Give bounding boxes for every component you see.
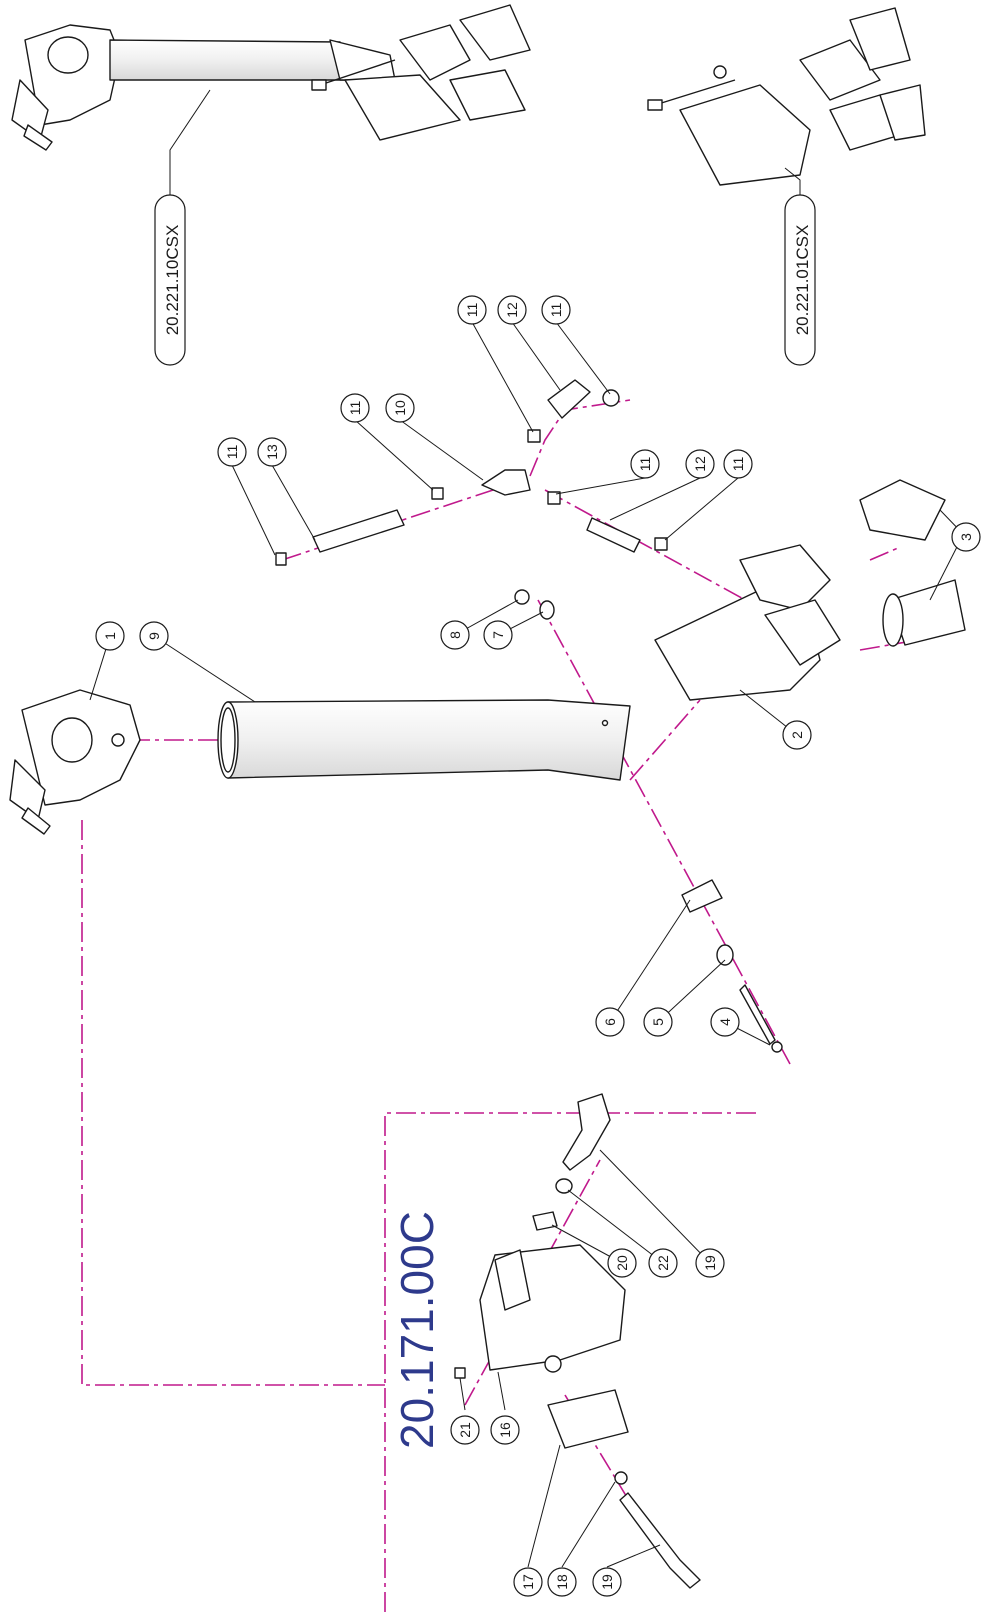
callout-number: 4: [717, 1018, 733, 1026]
callout-number: 8: [447, 631, 463, 639]
callout-2: 2: [782, 720, 812, 750]
callout-19: 19: [592, 1567, 622, 1597]
callout-number: 5: [650, 1018, 666, 1026]
callout-number: 13: [264, 444, 280, 460]
callout-number: 19: [599, 1574, 615, 1590]
callout-13: 13: [257, 437, 287, 467]
callout-number: 2: [789, 731, 805, 739]
callout-4: 4: [710, 1007, 740, 1037]
callout-circle: [723, 449, 753, 479]
callout-circle: [490, 1415, 520, 1445]
callout-number: 11: [464, 303, 480, 318]
parts: [9, 4, 966, 1589]
callout-number: 19: [702, 1255, 718, 1271]
callout-11: 11: [457, 295, 487, 325]
callout-17: 17: [513, 1567, 543, 1597]
callout-18: 18: [547, 1567, 577, 1597]
callout-number: 7: [490, 631, 506, 639]
callout-circle: [595, 1007, 625, 1037]
assembly-code-label-2: 20.221.01CSX: [784, 194, 816, 366]
callout-circle: [685, 449, 715, 479]
assembly-code-text-1: 20.221.10CSX: [163, 225, 182, 336]
subassembly-drawing: [454, 1093, 701, 1589]
callout-number: 21: [457, 1422, 473, 1438]
callout-circle: [592, 1567, 622, 1597]
callout-circle: [340, 393, 370, 423]
callout-3: 3: [951, 522, 981, 552]
callout-number: 10: [392, 400, 408, 416]
callout-number: 12: [504, 302, 520, 318]
callout-circle: [497, 295, 527, 325]
assembly-code-text-2: 20.221.01CSX: [793, 225, 812, 336]
hardware-stack: [514, 589, 783, 1053]
callout-number: 16: [497, 1422, 513, 1438]
callout-circle: [541, 295, 571, 325]
callout-5: 5: [643, 1007, 673, 1037]
callout-circle: [547, 1567, 577, 1597]
callout-9: 9: [139, 621, 169, 651]
callout-circle: [385, 393, 415, 423]
callout-circle: [782, 720, 812, 750]
callout-circle: [643, 1007, 673, 1037]
assembly-10csx-drawing: [11, 4, 531, 151]
callout-number: 11: [347, 401, 363, 416]
assembly-code-label-1: 20.221.10CSX: [154, 194, 186, 366]
callout-6: 6: [595, 1007, 625, 1037]
callout-number: 6: [602, 1018, 618, 1026]
callout-number: 1: [102, 632, 118, 640]
callout-circle: [139, 621, 169, 651]
part-1-clamp: [9, 689, 141, 835]
callout-circle: [710, 1007, 740, 1037]
callout-11: 11: [541, 295, 571, 325]
callout-number: 3: [958, 533, 974, 541]
callout-circle: [450, 1415, 480, 1445]
callout-circle: [607, 1248, 637, 1278]
callout-circle: [440, 620, 470, 650]
callout-circle: [513, 1567, 543, 1597]
callout-circle: [695, 1248, 725, 1278]
callout-circle: [217, 437, 247, 467]
callout-1: 1: [95, 621, 125, 651]
callout-circle: [95, 621, 125, 651]
assembly-01csx-drawing: [647, 7, 926, 186]
subassembly-title: 20.171.00C: [391, 1211, 443, 1449]
callout-11: 11: [217, 437, 247, 467]
callout-number: 11: [548, 303, 564, 318]
callout-number: 11: [224, 445, 240, 460]
callout-circle: [457, 295, 487, 325]
callout-12: 12: [685, 449, 715, 479]
callout-11: 11: [340, 393, 370, 423]
callout-number: 12: [692, 456, 708, 472]
callout-circle: [951, 522, 981, 552]
callout-number: 20: [614, 1255, 630, 1271]
hose-assembly: [275, 379, 668, 566]
callout-number: 17: [520, 1574, 536, 1590]
part-2-body: [654, 479, 966, 701]
callout-circle: [648, 1248, 678, 1278]
callout-21: 21: [450, 1415, 480, 1445]
callout-19: 19: [695, 1248, 725, 1278]
callout-circle: [483, 620, 513, 650]
callout-number: 11: [730, 457, 746, 472]
callout-11: 11: [723, 449, 753, 479]
callout-number: 9: [146, 632, 162, 640]
callout-10: 10: [385, 393, 415, 423]
callout-circle: [630, 449, 660, 479]
callout-16: 16: [490, 1415, 520, 1445]
callout-circle: [257, 437, 287, 467]
callout-11: 11: [630, 449, 660, 479]
callout-22: 22: [648, 1248, 678, 1278]
part-9-pipe: [217, 699, 631, 781]
callout-8: 8: [440, 620, 470, 650]
callout-leaders: [89, 89, 967, 1568]
callout-number: 18: [554, 1574, 570, 1590]
callout-12: 12: [497, 295, 527, 325]
callout-20: 20: [607, 1248, 637, 1278]
callout-number: 11: [637, 457, 653, 472]
callout-7: 7: [483, 620, 513, 650]
callout-number: 22: [655, 1255, 671, 1271]
